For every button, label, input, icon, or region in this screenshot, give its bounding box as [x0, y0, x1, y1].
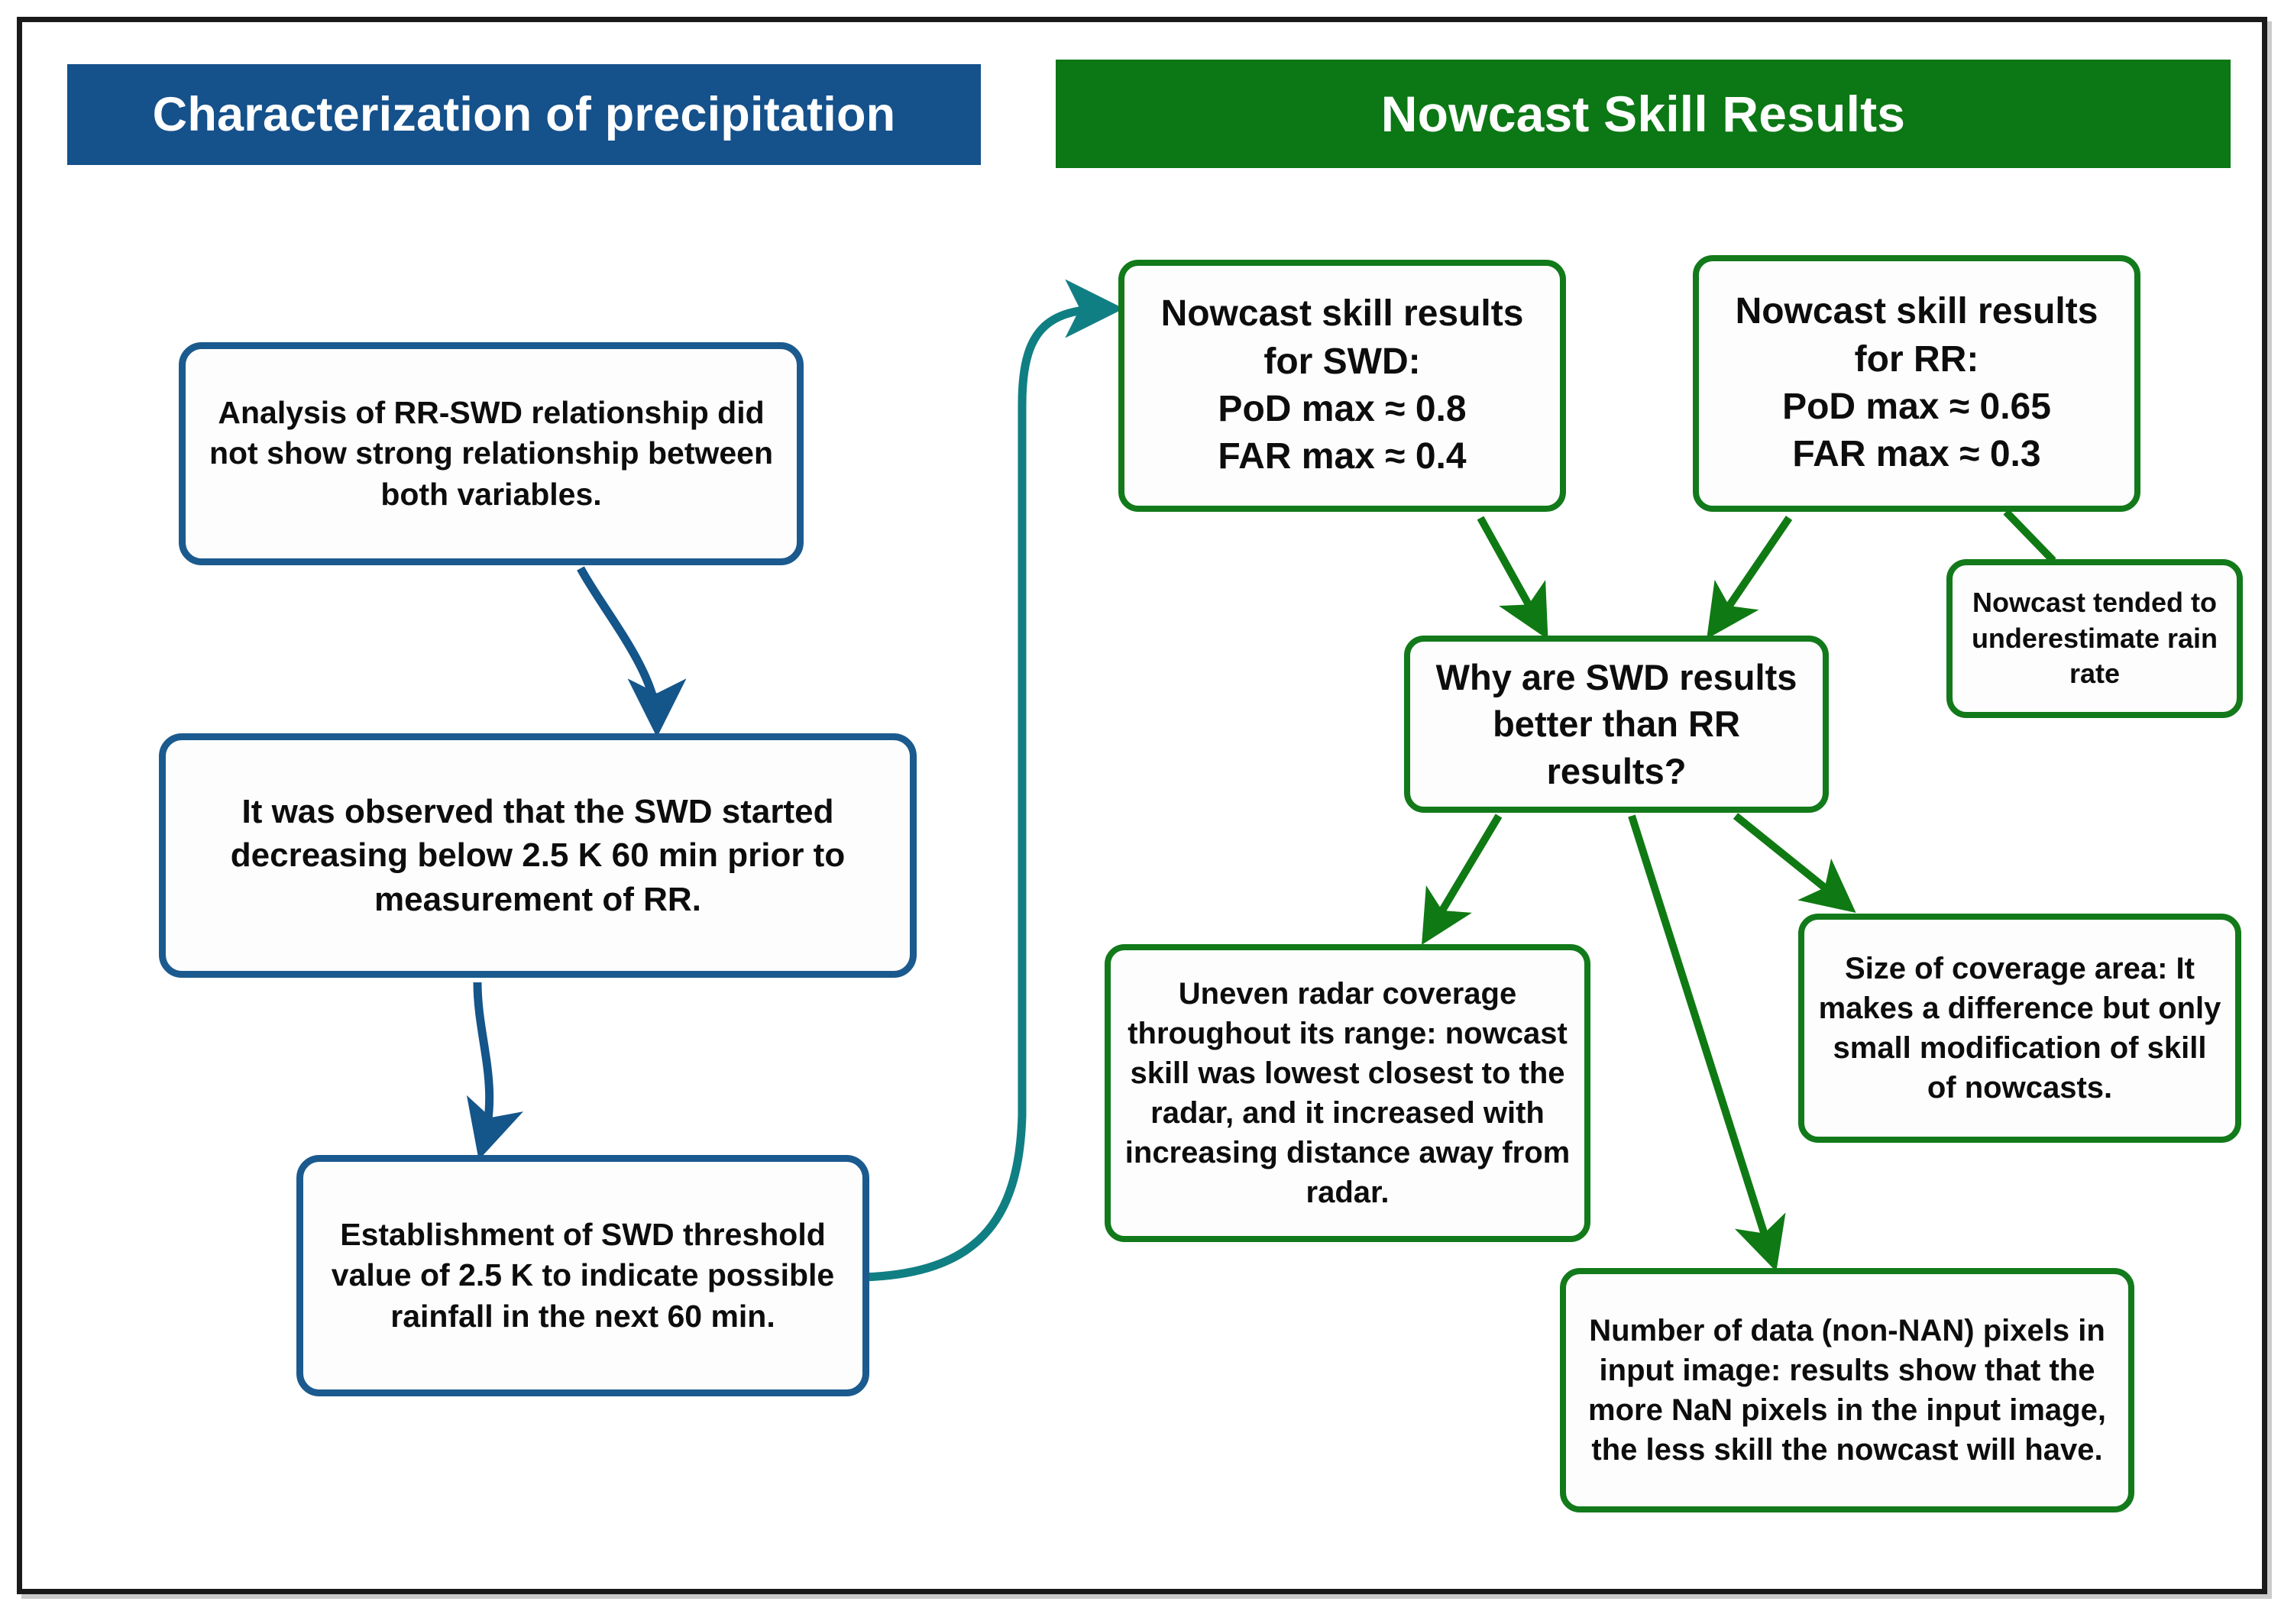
banner-nowcast-skill-results: Nowcast Skill Results [1056, 60, 2231, 168]
node-rr-results-label: Nowcast skill results for RR: PoD max ≈ … [1735, 291, 2098, 475]
node-uneven-coverage-label: Uneven radar coverage throughout its ran… [1124, 977, 1571, 1209]
banner-characterization-of-precipitation: Characterization of precipitation [67, 64, 981, 165]
node-why-swd-better-than-rr: Why are SWD results better than RR resul… [1404, 636, 1829, 813]
node-threshold-label: Establishment of SWD threshold value of … [331, 1217, 835, 1334]
node-nowcast-skill-results-swd: Nowcast skill results for SWD: PoD max ≈… [1118, 260, 1566, 512]
node-analysis-rr-swd-relationship: Analysis of RR-SWD relationship did not … [179, 342, 804, 565]
node-swd-results-label: Nowcast skill results for SWD: PoD max ≈… [1160, 293, 1524, 477]
node-establishment-of-swd-threshold: Establishment of SWD threshold value of … [296, 1155, 869, 1396]
node-size-of-coverage-area: Size of coverage area: It makes a differ… [1798, 914, 2241, 1143]
node-analysis-label: Analysis of RR-SWD relationship did not … [209, 395, 774, 512]
node-number-of-non-nan-pixels: Number of data (non-NAN) pixels in input… [1560, 1268, 2134, 1512]
node-nowcast-skill-results-rr: Nowcast skill results for RR: PoD max ≈ … [1693, 255, 2140, 512]
node-non-nan-label: Number of data (non-NAN) pixels in input… [1588, 1314, 2106, 1467]
banner-left-label: Characterization of precipitation [152, 88, 896, 141]
node-why-label: Why are SWD results better than RR resul… [1435, 657, 1797, 791]
node-nowcast-underestimated-rain-rate: Nowcast tended to underestimate rain rat… [1946, 559, 2243, 718]
banner-right-label: Nowcast Skill Results [1380, 86, 1906, 142]
node-uneven-radar-coverage: Uneven radar coverage throughout its ran… [1105, 944, 1590, 1242]
node-underestimate-label: Nowcast tended to underestimate rain rat… [1971, 586, 2218, 690]
node-observed-label: It was observed that the SWD started dec… [230, 793, 846, 918]
node-coverage-size-label: Size of coverage area: It makes a differ… [1818, 952, 2221, 1105]
node-swd-started-decreasing: It was observed that the SWD started dec… [159, 733, 917, 978]
